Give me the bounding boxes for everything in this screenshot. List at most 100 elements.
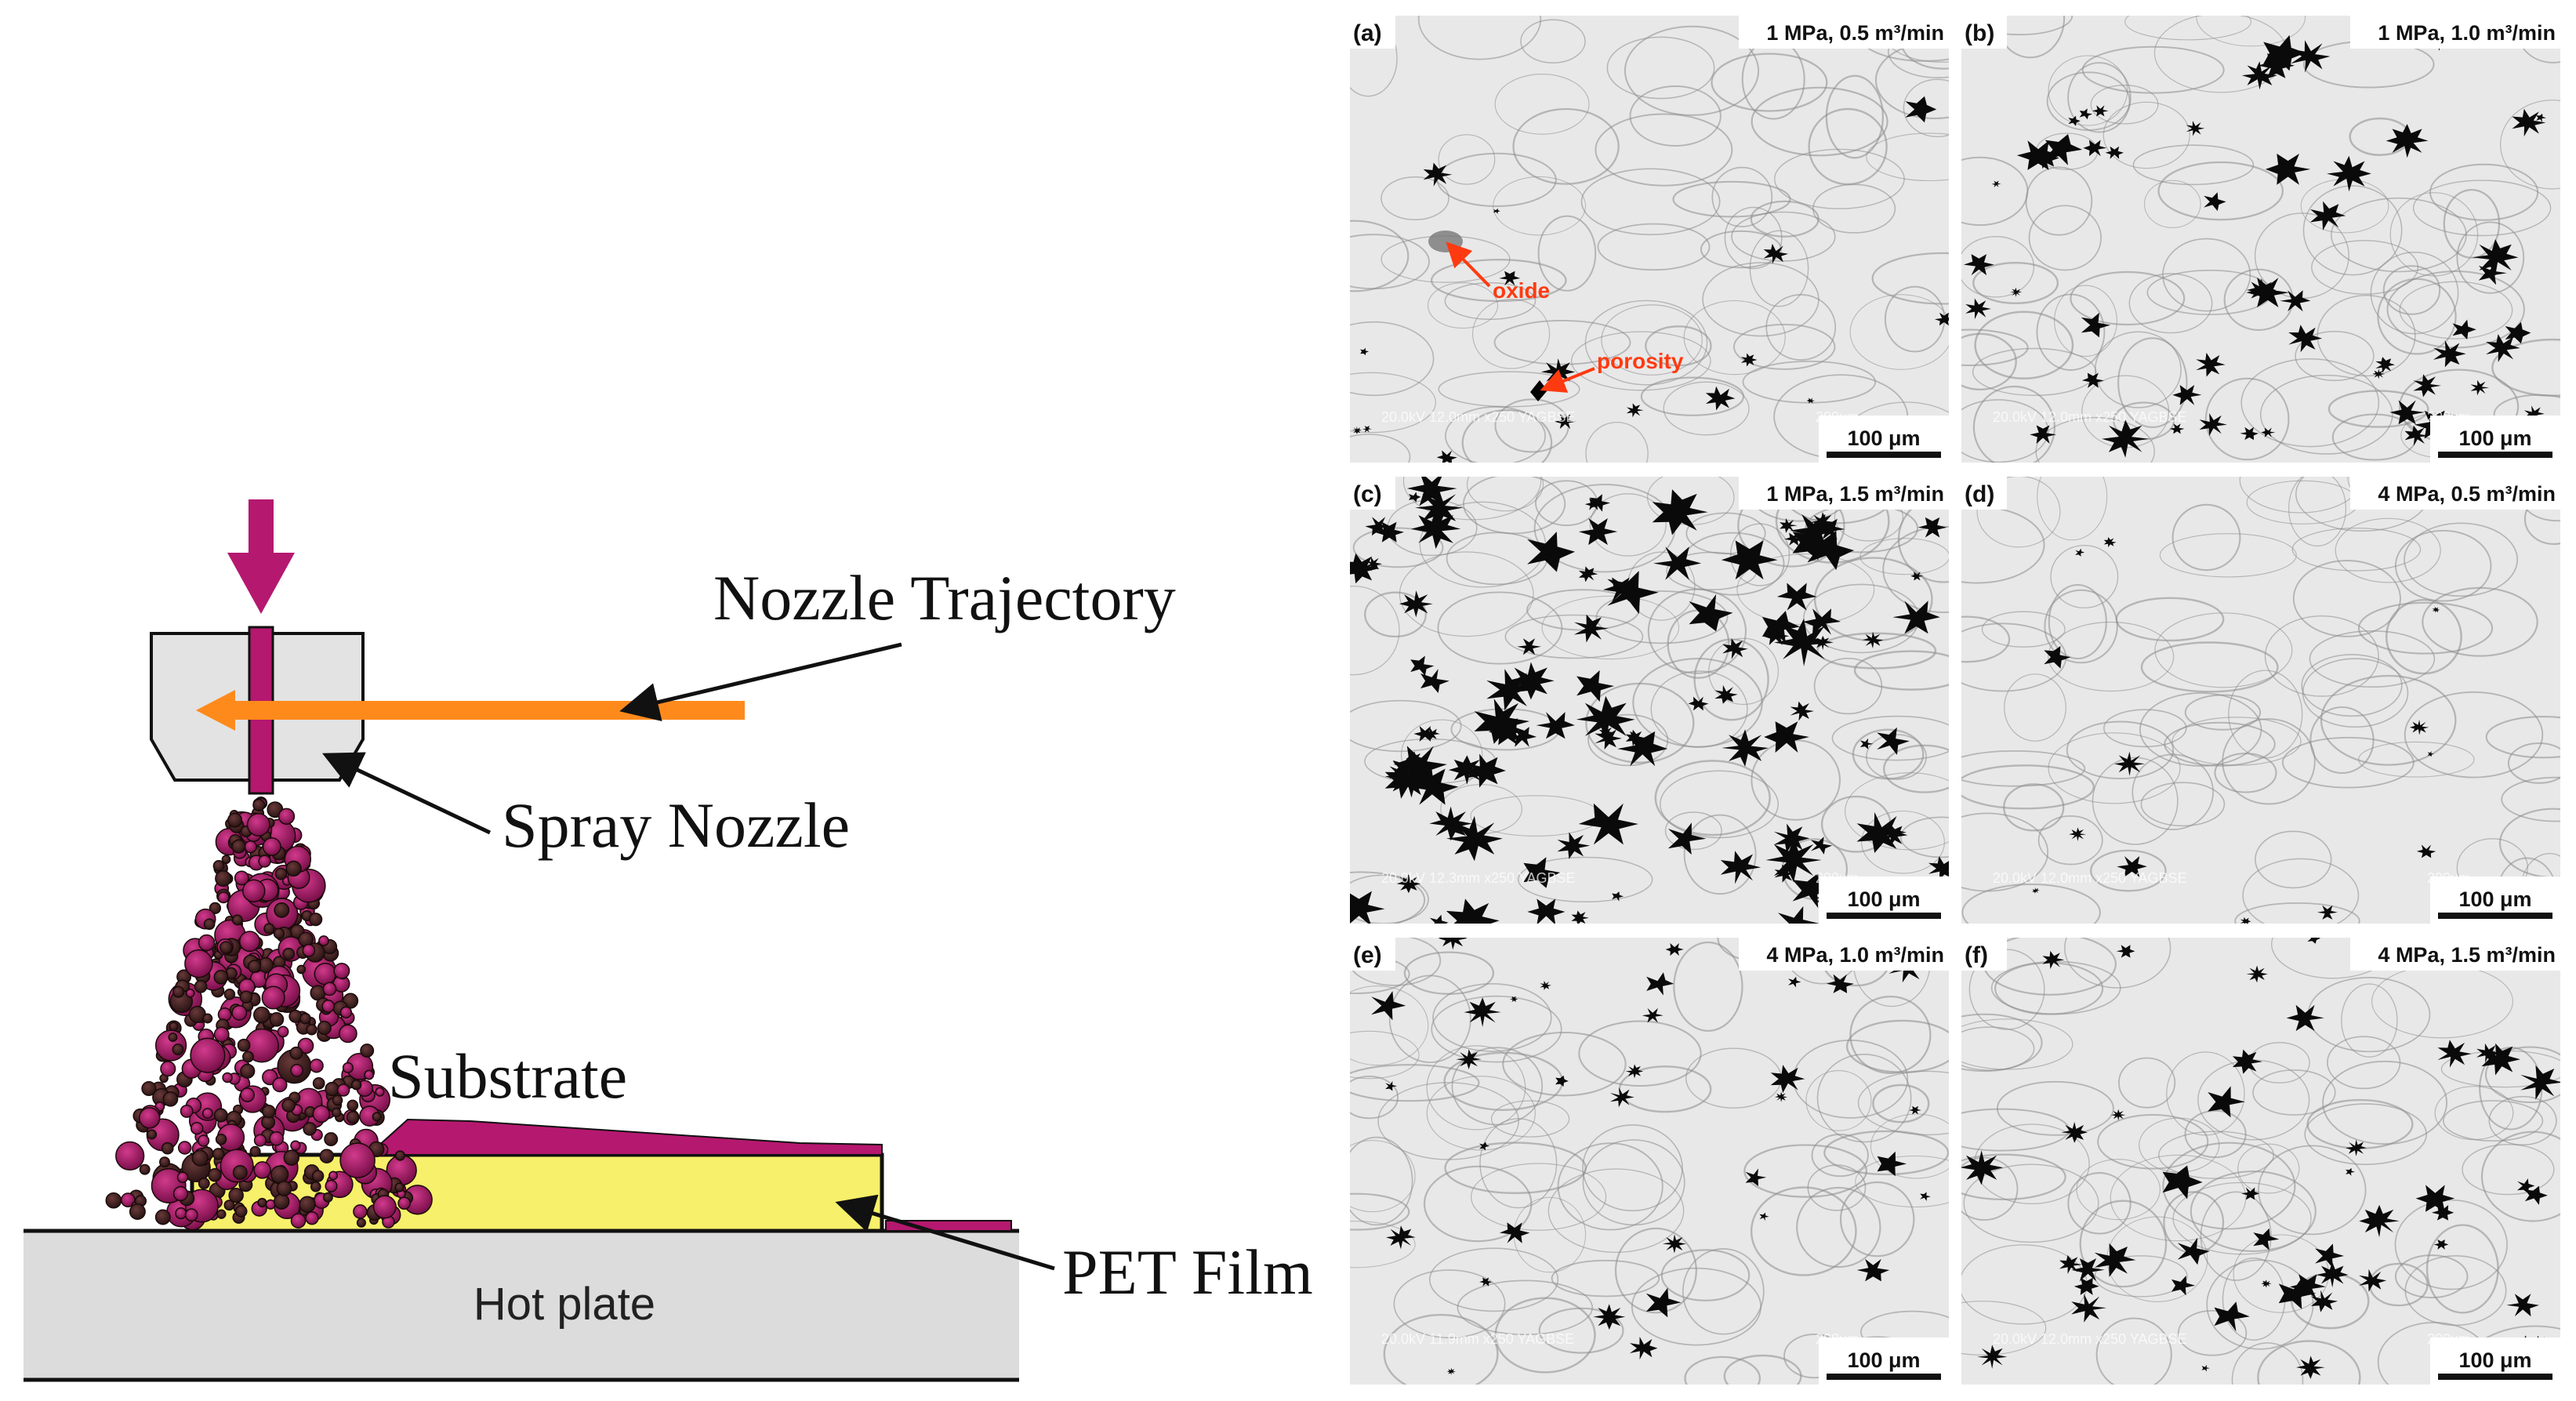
spray-particle <box>318 935 329 946</box>
splat-boundary <box>2302 185 2403 276</box>
pore <box>1386 1225 1416 1250</box>
spray-particle <box>283 1149 300 1166</box>
pore <box>1645 1287 1682 1318</box>
splat-boundary <box>2094 1255 2188 1298</box>
pore <box>1773 823 1810 853</box>
spray-particle <box>288 1009 303 1023</box>
spray-particle <box>394 1150 406 1161</box>
spray-particle <box>215 1133 227 1145</box>
spray-particle <box>213 969 229 985</box>
pore <box>2520 1065 2560 1100</box>
hot-plate-label: Hot plate <box>473 1279 655 1330</box>
scalebar-line <box>1827 452 1941 458</box>
splat-boundary <box>1855 1156 1949 1207</box>
spray-particle <box>309 913 323 927</box>
spray-particle <box>302 943 316 957</box>
pore <box>2010 287 2023 297</box>
pore <box>1423 162 1453 187</box>
pore <box>1856 1258 1890 1282</box>
spray-particle <box>257 1197 267 1208</box>
splat-boundary <box>1595 113 1733 187</box>
splat-boundary <box>1731 211 1836 262</box>
splat-boundary <box>1853 650 1949 691</box>
splat-boundary <box>1683 299 1786 376</box>
splat-boundary <box>2037 815 2103 866</box>
splat-boundary <box>1961 236 2035 298</box>
spray-particle <box>175 1207 187 1220</box>
splat-boundary <box>2066 720 2175 780</box>
pore <box>1365 517 1392 536</box>
spray-particle <box>172 1185 189 1202</box>
spray-particle <box>172 985 185 998</box>
spray-particle <box>273 1193 290 1210</box>
spray-particle <box>139 1163 151 1175</box>
splat-boundary <box>1352 527 1444 568</box>
pore <box>1965 298 1991 320</box>
scalebar-line <box>1827 1374 1941 1380</box>
pore <box>2327 155 2371 192</box>
splat-boundary <box>1870 1113 1949 1179</box>
splat-boundary <box>1724 206 1783 270</box>
pore <box>2431 1205 2454 1221</box>
splat-boundary <box>2320 674 2457 766</box>
splat-boundary <box>2382 265 2441 315</box>
spray-particle <box>269 1011 285 1027</box>
spray-particle <box>242 879 266 903</box>
pore <box>1774 864 1797 883</box>
splat-boundary <box>1640 376 1745 416</box>
pore <box>2289 1274 2326 1300</box>
spray-particle <box>270 1165 289 1184</box>
spray-particle <box>162 1091 179 1107</box>
pore <box>2083 140 2107 157</box>
nozzle-trajectory-leader <box>619 642 902 722</box>
pore <box>1571 910 1589 924</box>
splat-boundary <box>2335 517 2441 583</box>
spray-particle <box>353 1204 368 1219</box>
spray-particle <box>240 1063 256 1079</box>
splat-boundary <box>1502 1031 1627 1097</box>
splat-boundary <box>1961 156 2029 227</box>
pore <box>2307 938 2320 944</box>
pore <box>1745 1168 1767 1186</box>
pore <box>1788 976 1801 988</box>
pore <box>1536 712 1575 739</box>
splat-boundary <box>1859 538 1949 575</box>
spray-particle <box>244 840 257 854</box>
splat-boundary <box>2257 1340 2361 1385</box>
pore <box>2416 844 2436 858</box>
splat-boundary <box>1587 713 1669 767</box>
pore <box>1499 1222 1530 1243</box>
splat-boundary <box>1585 421 1649 463</box>
spray-particle <box>332 1107 342 1118</box>
pet-film-label: PET Film <box>1062 1236 1313 1308</box>
splat-boundary <box>1350 434 1411 463</box>
splat-boundary <box>2028 205 2102 271</box>
pore <box>1963 254 1994 276</box>
pore <box>1517 638 1541 655</box>
pore <box>1961 1150 2004 1185</box>
splat-boundary <box>2304 1103 2427 1166</box>
pore <box>1384 761 1431 799</box>
splat-boundary <box>1423 1165 1533 1243</box>
splat-boundary <box>1462 477 1566 535</box>
pore <box>1653 546 1702 580</box>
pore <box>2372 368 2386 379</box>
splat-boundary <box>2048 583 2107 660</box>
pore <box>1630 1337 1658 1360</box>
splat-boundary <box>2132 144 2255 186</box>
splat-boundary <box>2422 586 2538 657</box>
pore <box>1374 521 1404 543</box>
splat-boundary <box>1350 1064 1480 1102</box>
splat-boundary <box>1350 871 1426 924</box>
pore <box>1448 755 1486 785</box>
sem-metadata: 20.0kV 11.9mm x250 YAGBSE <box>1381 1331 1574 1347</box>
spray-particle <box>246 812 270 837</box>
pore <box>2315 1243 2344 1269</box>
spray-particle <box>281 1098 296 1112</box>
grain-texture <box>1961 16 2560 463</box>
pore <box>1892 601 1940 634</box>
spray-particle <box>185 988 195 998</box>
splat-boundary <box>1430 259 1567 303</box>
splat-boundary <box>1899 816 1949 858</box>
splat-boundary <box>1582 1124 1683 1212</box>
